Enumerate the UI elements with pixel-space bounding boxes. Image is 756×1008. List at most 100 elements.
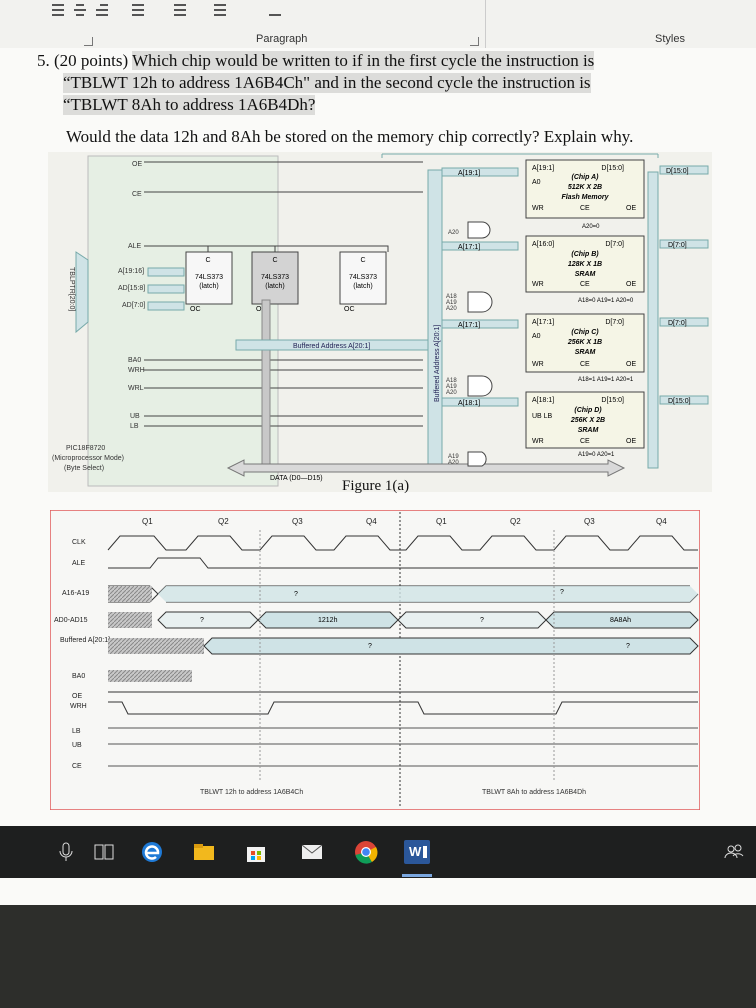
vertical-address-label: Buffered Address A[20:1] <box>434 325 441 402</box>
decode-label-3: A19 <box>446 300 457 306</box>
chip-d-type: SRAM <box>578 427 599 434</box>
ribbon: Paragraph Styles <box>0 0 756 49</box>
phase-q2-a: Q2 <box>218 517 229 526</box>
paragraph-dialog-launcher-icon[interactable] <box>470 37 479 46</box>
chip-a-addr: A[19:1] <box>532 165 554 172</box>
chip-b-addr: A[16:0] <box>532 241 554 248</box>
chip-b-cond: A18=0 A19=1 A20=0 <box>578 298 634 304</box>
justify-icon[interactable] <box>128 0 148 22</box>
data-bus-label: DATA (D0—D15) <box>270 475 323 482</box>
timing-guides <box>259 530 555 780</box>
vertical-address-bus <box>427 169 443 471</box>
chip-b-bus-in: A[17:1] <box>458 244 480 251</box>
chip-c-bus-in: A[17:1] <box>458 322 480 329</box>
styles-group-label: Styles <box>655 33 685 45</box>
chip-c: A[17:1] A[17:1] D[7:0] A0 (Chip C) 256K … <box>441 313 709 383</box>
phase-q3-b: Q3 <box>584 517 595 526</box>
chip-d: A[18:1] A[18:1] D[15:0] UB LB (Chip D) 2… <box>441 391 709 458</box>
lb-ub-ce-lines <box>108 727 698 767</box>
cpu-select: (Byte Select) <box>64 465 104 472</box>
question-number: 5. <box>37 51 50 70</box>
signal-oe: OE <box>72 693 82 700</box>
chip-a: A[19:1] A[19:1] D[15:0] A0 (Chip A) 512K… <box>441 159 709 230</box>
buf-mark-1: ? <box>368 643 372 650</box>
borders-icon[interactable] <box>265 0 285 22</box>
ale-waveform <box>108 557 698 569</box>
chip-c-addr: A[17:1] <box>532 319 554 326</box>
align-left-icon[interactable] <box>48 0 68 22</box>
control-wires <box>144 161 423 427</box>
chip-b-data: D[7:0] <box>605 241 624 248</box>
signal-ale: ALE <box>72 560 86 567</box>
chip-a-name: (Chip A) <box>572 174 600 181</box>
latch-1-oc: OC <box>190 306 201 313</box>
signal-a16-a19: A16-A19 <box>62 590 89 597</box>
signal-buffered: Buffered A[20:1] <box>60 637 110 644</box>
cpu-pin-ba0: BA0 <box>128 357 141 364</box>
chip-d-data-out: D[15:0] <box>668 398 691 405</box>
word-icon[interactable]: W <box>404 840 430 864</box>
signal-ce: CE <box>72 763 82 770</box>
chip-d-ce: CE <box>580 438 590 445</box>
phase-q2-b: Q2 <box>510 517 521 526</box>
tblptr-label: TBLPTR[20:0] <box>68 267 75 311</box>
figure-caption: Figure 1(a) <box>342 478 410 494</box>
line-spacing-icon[interactable] <box>170 0 190 22</box>
timing-frame <box>50 510 700 810</box>
chip-a-oe: OE <box>626 205 636 212</box>
chip-c-name: (Chip C) <box>571 329 599 336</box>
chip-d-addr: A[18:1] <box>532 397 554 404</box>
chip-d-wr: WR <box>532 438 544 445</box>
buffered-address-label: Buffered Address A[20:1] <box>293 343 370 350</box>
question-points: (20 points) <box>54 51 129 70</box>
signal-clk: CLK <box>72 539 86 546</box>
phase-q1-a: Q1 <box>142 517 153 526</box>
chip-c-type: SRAM <box>575 349 596 356</box>
chip-a-wr: WR <box>532 205 544 212</box>
latch-2-c: C <box>272 257 277 264</box>
ad-mark-1: ? <box>200 617 204 624</box>
latch-1-name: 74LS373 <box>195 274 223 281</box>
file-explorer-icon[interactable] <box>192 840 216 864</box>
task-view-icon[interactable] <box>92 840 116 864</box>
chip-c-a0: A0 <box>532 333 541 340</box>
data-bus <box>226 459 626 477</box>
right-data-bus <box>647 171 659 469</box>
latch-1: C 74LS373 (latch) OC <box>185 251 233 313</box>
chip-a-data: D[15:0] <box>601 165 624 172</box>
chip-d-oe: OE <box>626 438 636 445</box>
ad-seg-3 <box>397 611 547 629</box>
cpu-pin-ad15-8: AD[15:8] <box>118 285 145 292</box>
font-dialog-launcher-icon[interactable] <box>84 37 93 46</box>
word-icon-page <box>423 846 427 858</box>
mail-icon[interactable] <box>300 840 324 864</box>
chip-c-ce: CE <box>580 361 590 368</box>
cycle-1-label: TBLWT 12h to address 1A6B4Ch <box>200 789 303 796</box>
align-right-icon[interactable] <box>92 0 112 22</box>
cycle-2-label: TBLWT 8Ah to address 1A6B4Dh <box>482 789 586 796</box>
ad-mark-4: 8A8Ah <box>610 617 631 624</box>
timing-diagram: Q1 Q2 Q3 Q4 Q1 Q2 Q3 Q4 CLK ALE A16-A19 … <box>50 510 700 810</box>
question-line-1: 5. (20 points) Which chip would be writt… <box>37 51 595 71</box>
cpu-pin-wrl: WRL <box>128 385 144 392</box>
cpu-pin-ub: UB <box>130 413 140 420</box>
people-icon[interactable] <box>722 840 746 864</box>
latch-3-name: 74LS373 <box>349 274 377 281</box>
signal-ba0: BA0 <box>72 673 85 680</box>
a16-mark-1: ? <box>294 591 298 598</box>
edge-browser-icon[interactable] <box>140 840 164 864</box>
circuit-diagram: OE CE ALE A[19:16] AD[15:8] AD[7:0] BA0 … <box>48 152 712 492</box>
latch-3-c: C <box>360 257 365 264</box>
chrome-icon[interactable] <box>354 840 378 864</box>
shading-icon[interactable] <box>210 0 230 22</box>
chip-b-oe: OE <box>626 281 636 288</box>
chip-b-wr: WR <box>532 281 544 288</box>
store-icon[interactable] <box>244 840 268 864</box>
latch-3-sub: (latch) <box>353 283 372 290</box>
decode-gates: A20 A18 A19 A20 A18 A19 A20 A19 A20 <box>446 221 493 467</box>
ad-hatch <box>108 612 152 628</box>
cpu-pin-ad7-0: AD[7:0] <box>122 302 145 309</box>
latch-2-name: 74LS373 <box>261 274 289 281</box>
microphone-icon[interactable] <box>54 840 78 864</box>
align-center-icon[interactable] <box>70 0 90 22</box>
